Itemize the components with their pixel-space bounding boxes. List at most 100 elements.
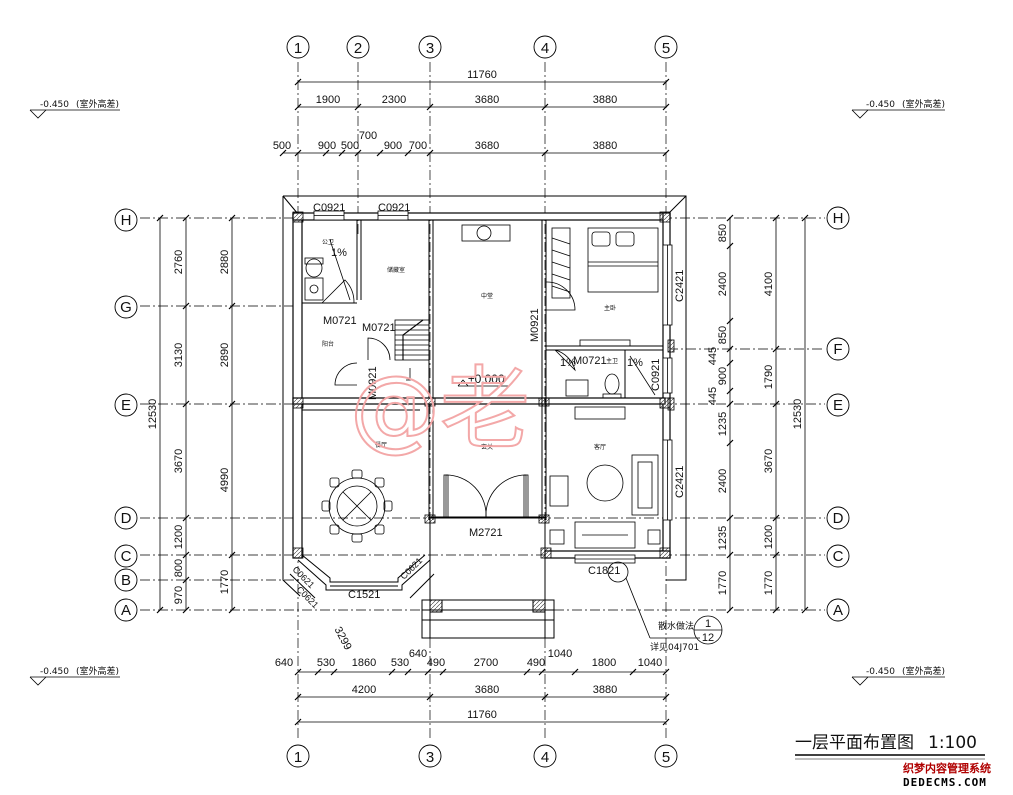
dim-bot-r1-9: 1800: [592, 657, 616, 669]
axis-left-d: D: [121, 510, 132, 527]
room-living: 客厅: [594, 443, 606, 451]
dim-top-r1-2: 3680: [475, 94, 499, 106]
columns: [292, 211, 675, 559]
dim-bot-r1-5: 490: [427, 657, 445, 669]
dim-left-i3: 1770: [219, 570, 231, 594]
dim-left-o0: 2760: [173, 250, 185, 274]
room-foyer: 玄关: [481, 443, 493, 451]
code-m2721: M2721: [469, 527, 503, 539]
dim-bot-r1-6: 2700: [474, 657, 498, 669]
watermark-text: @老: [350, 357, 530, 462]
dim-bot-total: 11760: [467, 709, 497, 721]
dim-right-i2: 850: [717, 326, 729, 344]
axis-top-4: 4: [541, 40, 549, 57]
dim-bot-diag: 3299: [332, 625, 354, 652]
level-marker: [457, 379, 508, 387]
code-c2421-b: C2421: [674, 466, 686, 498]
dim-right-i8: 1235: [717, 526, 729, 550]
stair: [394, 319, 430, 381]
axis-top-3: 3: [426, 40, 434, 57]
dim-bot-r2-0: 4200: [352, 684, 376, 696]
axis-top-2: 2: [354, 40, 362, 57]
code-m0921-b: M0921: [529, 308, 541, 342]
dim-right-total: 12530: [792, 399, 804, 430]
dim-right-i6: 1235: [717, 412, 729, 436]
site-badge[interactable]: 织梦内容管理系统 DEDECMS.COM: [903, 760, 1009, 792]
code-c2421-a: C2421: [674, 270, 686, 302]
elev-tl-note: (室外高差): [76, 98, 119, 110]
axis-left-a: A: [121, 602, 131, 619]
slope-master-bath-b: 1%: [627, 357, 643, 369]
elev-br-value: -0.450: [866, 667, 895, 677]
code-c1821: C1821: [588, 565, 620, 577]
dim-left-i0: 2880: [219, 250, 231, 274]
title-block: 一层平面布置图 1:100: [795, 733, 985, 760]
dim-top-r2-2: 500: [341, 140, 359, 152]
axis-bottom-3: 3: [426, 749, 434, 766]
elev-bl-value: -0.450: [40, 667, 69, 677]
dim-bot-r1-2: 1860: [352, 657, 376, 669]
dim-right-i9: 1770: [717, 571, 729, 595]
roof-eave-outline: [282, 195, 687, 597]
axis-right-f: F: [833, 341, 842, 358]
drawing-title: 一层平面布置图: [795, 733, 914, 753]
room-storage: 储藏室: [387, 266, 405, 274]
elev-tr-note: (室外高差): [902, 98, 945, 110]
detail-num: 1: [705, 618, 711, 630]
site-badge-name: 织梦内容管理系统: [903, 762, 991, 775]
dim-left-o5: 970: [173, 586, 185, 604]
slope-public-bath: 1%: [331, 247, 347, 259]
axis-right-c: C: [833, 548, 844, 565]
room-labels: 公卫 储藏室 中堂 主卧 阳台 主卫 餐厅 玄关 客厅: [322, 239, 618, 451]
dim-left-o2: 3670: [173, 449, 185, 473]
axis-right-d: D: [833, 510, 844, 527]
code-c0921-b: C0921: [378, 202, 410, 214]
dim-left-o1: 3130: [173, 343, 185, 367]
dim-text-right: 850 2400 850 445 900 445 1235 2400 1235 …: [707, 224, 804, 595]
axis-left-h: H: [121, 212, 132, 229]
room-master-bath: 主卫: [606, 357, 618, 365]
axis-left-c: C: [121, 548, 132, 565]
dim-left-o4: 800: [173, 559, 185, 577]
code-m0921-a: M0921: [367, 366, 379, 400]
elev-tl-value: -0.450: [40, 100, 69, 110]
detail-callout: [607, 561, 723, 645]
axis-bubbles: [114, 35, 850, 768]
slope-master-bath-a: 1%: [560, 357, 576, 369]
floor-level: ±0.000: [468, 372, 505, 386]
level-annotations: ±0.000 1% 1% 1%: [331, 247, 643, 386]
dim-text-left: 12530 2760 3130 3670 1200 800 970 2880 2…: [147, 250, 231, 604]
dim-text-bottom: 640 530 1860 530 640 490 2700 490 1040 1…: [275, 625, 662, 721]
dim-right-m2: 3670: [763, 449, 775, 473]
dim-top-r2-0: 500: [273, 140, 291, 152]
entry-porch: [421, 517, 555, 639]
dim-right-m1: 1790: [763, 365, 775, 389]
detail-ref: 详见04J701: [650, 641, 699, 653]
axis-bottom-5: 5: [662, 749, 670, 766]
detail-name: 散水做法: [658, 620, 694, 632]
elevation-labels: -0.450 (室外高差) -0.450 (室外高差) -0.450 (室外高差…: [40, 98, 945, 677]
room-master-bedroom: 主卧: [604, 304, 616, 312]
dim-top-r1-3: 3880: [593, 94, 617, 106]
dimension-lines-left: [156, 214, 236, 614]
room-central-hall: 中堂: [481, 292, 493, 300]
dim-right-i0: 850: [717, 224, 729, 242]
dim-top-r1-0: 1900: [316, 94, 340, 106]
dim-bot-r1-10: 1040: [638, 657, 662, 669]
code-c1521: C1521: [348, 589, 380, 601]
dim-right-m4: 1770: [763, 571, 775, 595]
axis-bottom-1: 1: [294, 749, 302, 766]
dim-bot-r1-7: 490: [527, 657, 545, 669]
room-dining: 餐厅: [375, 441, 387, 449]
dim-left-o3: 1200: [173, 525, 185, 549]
dim-bot-r1-0: 640: [275, 657, 293, 669]
dim-top-r2-6: 3680: [475, 140, 499, 152]
dim-top-r2-5: 700: [409, 140, 427, 152]
axis-right-a: A: [833, 602, 843, 619]
code-m0721-c: M0721: [573, 355, 607, 367]
dim-left-i2: 4990: [219, 468, 231, 492]
dim-bot-r1-8: 1040: [548, 648, 572, 660]
elev-br-note: (室外高差): [902, 665, 945, 677]
dim-right-i1: 2400: [717, 272, 729, 296]
dim-left-i1: 2890: [219, 343, 231, 367]
